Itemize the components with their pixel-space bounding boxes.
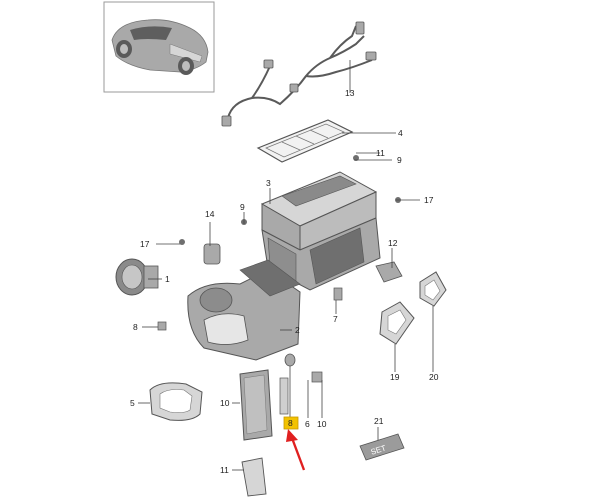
actuator-14	[375, 261, 403, 283]
set-kit-box: SET	[359, 433, 405, 461]
leader-lines	[138, 60, 434, 471]
callout-16: 14	[205, 209, 215, 219]
callout-15: 13	[345, 88, 355, 98]
callout-20: 20	[429, 372, 439, 382]
callout-5: 5	[130, 398, 135, 408]
callout-3: 3	[266, 178, 271, 188]
callout-labels: 4 13 11 9 3 17 9 14 17 12 1 7 8 2 19 20 …	[130, 88, 439, 475]
bracket	[241, 457, 267, 497]
blower-motor	[115, 258, 159, 296]
callout-10: 10	[317, 419, 327, 429]
outlet-19	[379, 301, 415, 345]
callout-17a: 17	[140, 239, 150, 249]
callout-14: 12	[388, 238, 398, 248]
filter-frame	[256, 119, 354, 163]
callout-13: 11	[376, 148, 385, 158]
callout-1: 1	[165, 274, 170, 284]
outlet-20	[419, 271, 447, 307]
callout-8: 8	[133, 322, 138, 332]
actuator-16	[203, 243, 221, 265]
callout-6: 6	[305, 419, 310, 429]
car-thumbnail	[103, 1, 215, 93]
callout-19: 19	[390, 372, 400, 382]
callout-9b: 9	[397, 155, 402, 165]
gasket-frame	[149, 382, 203, 421]
callout-11: 11	[220, 465, 229, 475]
callout-17b: 17	[424, 195, 434, 205]
callout-8-highlighted: 8	[288, 418, 293, 428]
callout-21: 21	[374, 416, 384, 426]
blower-housing	[187, 259, 301, 361]
wiring-harness	[221, 21, 377, 127]
callout-12: 10	[220, 398, 230, 408]
callout-4: 4	[398, 128, 403, 138]
evaporator	[239, 369, 273, 441]
callout-2: 2	[295, 325, 300, 335]
callout-9a: 9	[240, 202, 245, 212]
part-8-highlight	[283, 416, 299, 430]
callout-7: 7	[333, 314, 338, 324]
red-arrow-icon	[286, 429, 306, 471]
